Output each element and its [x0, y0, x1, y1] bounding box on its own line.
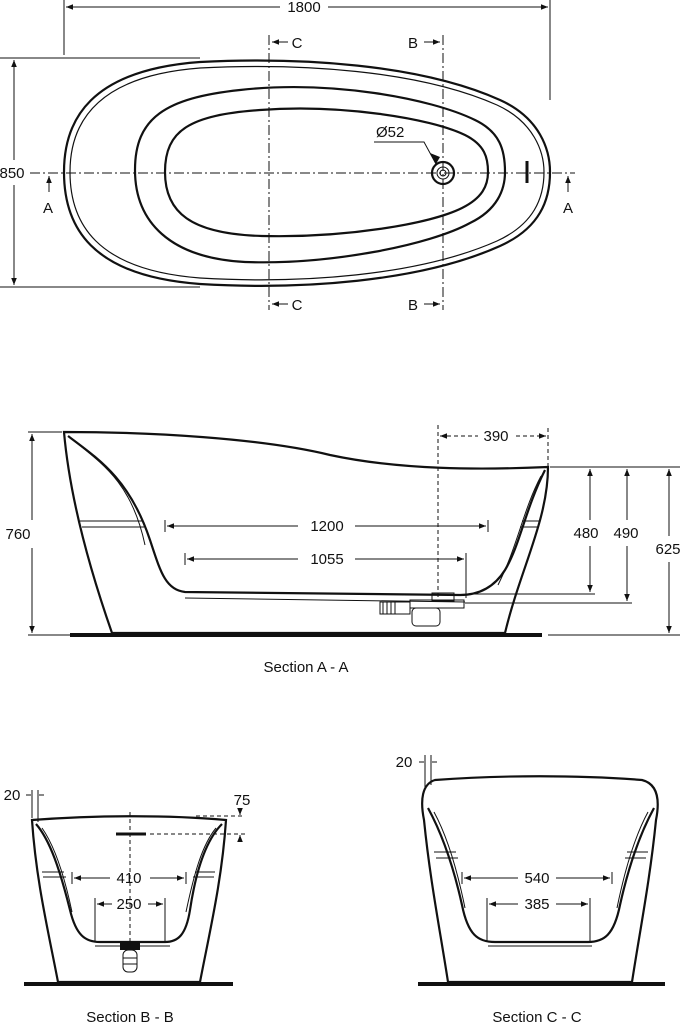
- section-aa-outer-shell: [62, 430, 550, 635]
- plan-inner-rim: [133, 86, 507, 264]
- section-bb-rim-label: 75: [234, 792, 251, 809]
- height-dim-label: 850: [0, 165, 25, 182]
- plan-basin: [163, 107, 490, 238]
- section-cc-outer-shell: [421, 775, 659, 984]
- section-bb-outer-shell: [30, 815, 228, 984]
- section-aa-height-label: 760: [5, 526, 30, 543]
- section-bb-wall-label: 20: [4, 787, 21, 804]
- section-aa-floor-length-label: 1055: [310, 551, 343, 568]
- section-aa-rim-label: 625: [655, 541, 680, 558]
- section-bb-floor-width-label: 250: [116, 896, 141, 913]
- drain-diameter-label: Ø52: [376, 124, 404, 141]
- section-bb-caption: Section B - B: [86, 1009, 174, 1024]
- section-cc-inner-basin: [427, 807, 655, 944]
- section-cc-floor-width-label: 385: [524, 896, 549, 913]
- section-marker-b-bottom: B: [408, 297, 418, 314]
- plan-view: Ø52 1800 850 A A C C B B: [0, 0, 575, 314]
- width-dim-label: 1800: [287, 0, 320, 16]
- section-marker-a-right: A: [563, 200, 573, 217]
- section-marker-a-left: A: [43, 200, 53, 217]
- section-bb: 20 75 410 250 Section B - B: [4, 787, 251, 1024]
- section-aa-waste-trap: [379, 592, 465, 627]
- drain-leader: [374, 141, 437, 165]
- section-aa-overflow-label: 490: [613, 525, 638, 542]
- section-marker-c-bottom: C: [292, 297, 303, 314]
- plan-outer-rim-inner: [69, 65, 545, 281]
- section-marker-c-top: C: [292, 35, 303, 52]
- section-cc-inner-width-label: 540: [524, 870, 549, 887]
- section-cc-caption: Section C - C: [492, 1009, 581, 1024]
- section-aa: 760 390 1200 1055 480 490 625 Section A: [5, 425, 681, 676]
- section-aa-offset-label: 390: [483, 428, 508, 445]
- section-marker-b-top: B: [408, 35, 418, 52]
- section-aa-inner-length-label: 1200: [310, 518, 343, 535]
- section-aa-inner-basin: [67, 435, 546, 597]
- section-cc-wall-label: 20: [396, 754, 413, 771]
- section-bb-inner-width-label: 410: [116, 870, 141, 887]
- section-bb-waste: [120, 942, 140, 973]
- section-aa-caption: Section A - A: [263, 659, 348, 676]
- plan-outer-rim: [62, 59, 552, 287]
- section-aa-depth-label: 480: [573, 525, 598, 542]
- section-cc: 20 540 385 Section C - C: [396, 754, 665, 1024]
